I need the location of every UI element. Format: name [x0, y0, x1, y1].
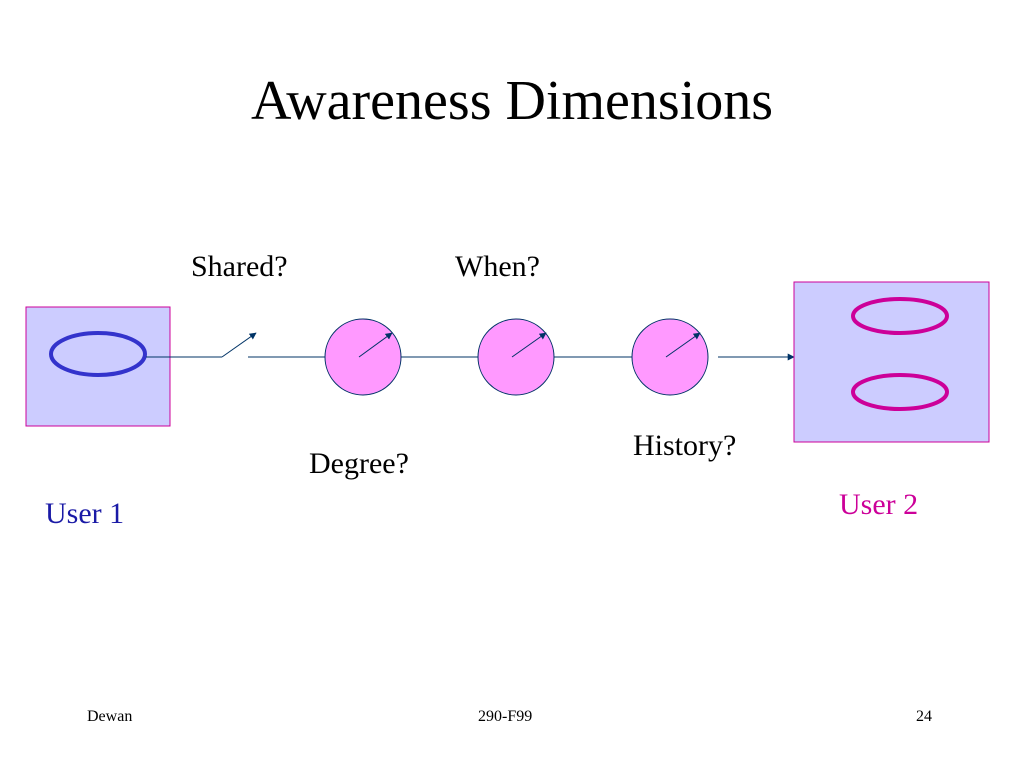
when-dial [477, 318, 555, 396]
when-label: When? [455, 250, 540, 283]
history-label: History? [633, 429, 737, 462]
slide-title: Awareness Dimensions [250, 70, 774, 132]
degree-dial [324, 318, 402, 396]
shared-switch [221, 332, 257, 358]
user1-box [25, 306, 171, 427]
user2-ring-top [851, 297, 949, 335]
footer-page-number: 24 [916, 708, 932, 725]
user1-label: User 1 [45, 497, 125, 530]
user2-box [793, 281, 990, 443]
user2-label: User 2 [839, 488, 919, 521]
user2-ring-bottom [851, 373, 949, 411]
shared-label: Shared? [191, 250, 288, 283]
footer-author: Dewan [87, 708, 133, 725]
history-dial [631, 318, 709, 396]
user1-ring [49, 331, 147, 377]
footer-course: 290-F99 [478, 708, 533, 725]
degree-label: Degree? [309, 447, 409, 480]
